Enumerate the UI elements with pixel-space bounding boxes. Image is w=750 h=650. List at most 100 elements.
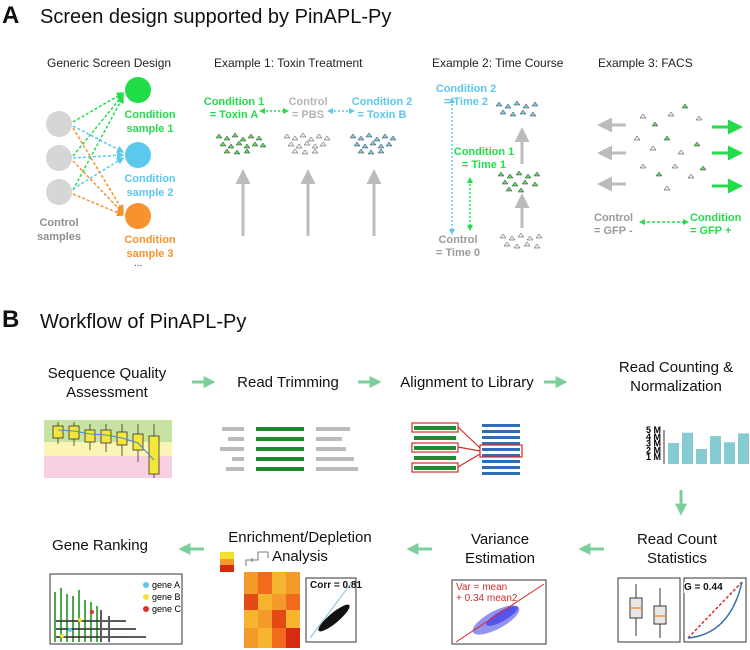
more-samples-ellipsis: ... — [134, 258, 143, 269]
enrichment-heatmap — [220, 551, 300, 648]
label-line: = Time 2 — [443, 96, 489, 108]
label-line: Control — [438, 234, 478, 246]
example-1-cond1-label: Condition 1 = Toxin A — [200, 96, 268, 122]
label-line: Condition — [124, 109, 176, 121]
count-bar — [738, 433, 749, 464]
example-2-cond1-label: Condition 1 = Time 1 — [452, 146, 516, 172]
quality-boxplot — [44, 420, 172, 478]
cells-toxin-b — [349, 132, 397, 155]
y-tick-label: 3 M — [646, 439, 661, 449]
example-2-title: Example 2: Time Course — [432, 56, 564, 70]
label-line: Assessment — [66, 384, 148, 401]
cells-facs — [633, 103, 707, 191]
example-3-control-label: Control = GFP - — [594, 212, 633, 238]
label-line: Enrichment/Depletion — [228, 529, 372, 546]
panel-a-title: Screen design supported by PinAPL-Py — [40, 6, 392, 28]
label-line: = Toxin B — [357, 109, 407, 121]
condition-sample-3-circle — [125, 203, 151, 229]
label-line: = GFP - — [594, 225, 633, 237]
label-line: Sequence Quality — [47, 365, 167, 382]
label-line: = Toxin A — [209, 109, 259, 121]
label-line: Control — [594, 212, 634, 224]
variance-scatter-plot — [451, 579, 547, 645]
control-label-line: Control — [39, 217, 79, 229]
y-tick-label: 5 M — [646, 425, 661, 435]
condition-sample-1-label: Condition sample 1 — [112, 108, 188, 136]
cells-time-0 — [499, 232, 543, 249]
correlation-label: Corr = 0.81 — [310, 580, 362, 591]
label-line: Analysis — [272, 548, 328, 565]
panel-a-letter: A — [2, 2, 20, 29]
count-bar — [668, 442, 679, 464]
label-line: Normalization — [630, 378, 722, 395]
label-line: sample 3 — [126, 248, 174, 260]
cells-time-2 — [495, 100, 539, 117]
trimming-reads — [220, 427, 358, 471]
alignment-graphic — [411, 422, 523, 475]
label-line: Estimation — [464, 550, 536, 567]
label-line: Read Count — [636, 531, 718, 548]
y-tick-label: 2 M — [646, 445, 661, 455]
label-line: + 0.34 mean2 — [456, 593, 518, 604]
panel-a-graphics — [46, 77, 743, 249]
label-line: = Time 0 — [435, 247, 481, 259]
label-line: Condition — [124, 234, 176, 246]
step-enrichment-analysis: Enrichment/Depletion Analysis — [214, 528, 386, 566]
y-tick-label: 1 M — [646, 452, 661, 462]
count-bar — [682, 432, 693, 464]
label-line: sample 2 — [126, 187, 174, 199]
label-line: Variance — [470, 531, 530, 548]
control-sample-circle — [46, 179, 72, 205]
condition-sample-3-label: Condition sample 3 — [112, 233, 188, 261]
cells-pbs — [283, 132, 331, 155]
label-line: = GFP + — [690, 225, 732, 237]
example-1-control-label: Control = PBS — [284, 96, 332, 122]
example-3-title: Example 3: FACS — [598, 56, 693, 70]
count-bar — [710, 436, 721, 464]
example-2-cond2-label: Condition 2 = Time 2 — [434, 83, 498, 109]
condition-sample-2-circle — [125, 142, 151, 168]
count-bar — [724, 442, 735, 464]
legend-marker — [143, 594, 149, 600]
legend-marker — [143, 606, 149, 612]
panel-b-letter: B — [2, 306, 20, 333]
label-line: Condition 2 — [351, 96, 413, 108]
step-alignment: Alignment to Library — [392, 373, 542, 392]
label-line: Read Counting & — [618, 359, 734, 376]
label-line: Condition — [690, 212, 742, 224]
label-line: Control — [288, 96, 328, 108]
step-variance-estimation: Variance Estimation — [450, 530, 550, 568]
legend-label: gene B — [152, 592, 181, 602]
label-line: Condition 1 — [203, 96, 265, 108]
example-2-control-label: Control = Time 0 — [432, 234, 484, 260]
gini-value-label: G = 0.44 — [684, 582, 723, 593]
cells-time-1 — [497, 170, 541, 193]
gene-ranking-plot — [49, 573, 183, 645]
label-line: = Time 1 — [461, 159, 507, 171]
example-3-condition-label: Condition = GFP + — [690, 212, 741, 238]
legend-marker — [143, 582, 149, 588]
read-count-bar-chart: 5 M4 M3 M2 M1 M — [646, 425, 749, 464]
count-bar — [696, 449, 707, 464]
count-statistics-boxplot — [617, 577, 681, 643]
example-1-title: Example 1: Toxin Treatment — [214, 56, 363, 70]
panel-b-graphics: 5 M4 M3 M2 M1 M — [44, 376, 749, 648]
control-samples-label: Control samples — [30, 216, 88, 244]
label-line: Read Trimming — [237, 374, 339, 391]
step-gene-ranking: Gene Ranking — [40, 536, 160, 555]
label-line: Condition 2 — [435, 83, 497, 95]
step-sequence-quality: Sequence Quality Assessment — [32, 364, 182, 402]
correlation-scatter-plot — [305, 577, 357, 643]
label-line: = PBS — [291, 109, 325, 121]
control-label-line: samples — [36, 231, 82, 243]
control-sample-circle — [46, 145, 72, 171]
label-line: Statistics — [646, 550, 707, 567]
example-1-cond2-label: Condition 2 = Toxin B — [348, 96, 416, 122]
label-line: Var = mean — [456, 582, 508, 593]
control-sample-circle — [46, 111, 72, 137]
step-read-trimming: Read Trimming — [228, 373, 348, 392]
step-read-count-statistics: Read Count Statistics — [616, 530, 738, 568]
condition-sample-2-label: Condition sample 2 — [112, 172, 188, 200]
label-line: Condition — [124, 173, 176, 185]
